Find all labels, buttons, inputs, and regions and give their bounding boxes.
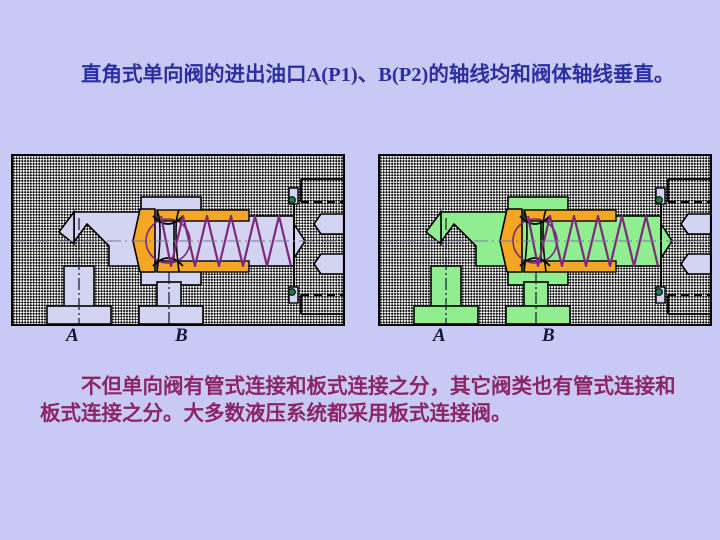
centerlines	[11, 218, 345, 326]
port-cavity-upper	[313, 213, 345, 235]
port-cavity-lower	[680, 253, 712, 275]
manifold-pad-b	[505, 305, 571, 325]
manifold-pad-b	[138, 305, 204, 325]
diagram-frame-border	[378, 154, 712, 326]
end-cap-and-ports	[655, 178, 712, 315]
o-ring-seal-lower	[288, 288, 296, 296]
diagram-frame-border	[11, 154, 345, 326]
o-ring-seal-upper-band	[156, 209, 250, 222]
port-label-b-left: B	[175, 325, 188, 346]
inlet-taper-cone	[57, 209, 75, 246]
port-cavity-upper	[680, 213, 712, 235]
port-label-b-right: B	[542, 325, 555, 346]
compression-spring	[526, 214, 660, 268]
port-cavity-lower	[313, 253, 345, 275]
o-ring-seal-lower	[655, 288, 663, 296]
compression-spring	[159, 214, 293, 268]
bottom-caption-text: 不但单向阀有管式连接和板式连接之分，其它阀类也有管式连接和板式连接之分。大多数液…	[40, 376, 676, 426]
centerlines	[378, 218, 712, 326]
diagram-valve-pressurized	[378, 154, 712, 326]
diagram-valve-unpressurized	[11, 154, 345, 326]
o-ring-seal-upper	[288, 196, 296, 204]
port-label-a-left: A	[66, 325, 79, 346]
port-label-a-right: A	[433, 325, 446, 346]
o-ring-seal-upper	[655, 196, 663, 204]
inlet-taper-cone	[424, 209, 442, 246]
top-caption-text: 直角式单向阀的进出油口A(P1)、B(P2)的轴线均和阀体轴线垂直。	[81, 64, 675, 86]
o-ring-seal-upper-band	[523, 209, 617, 222]
end-cap-and-ports	[288, 178, 345, 315]
